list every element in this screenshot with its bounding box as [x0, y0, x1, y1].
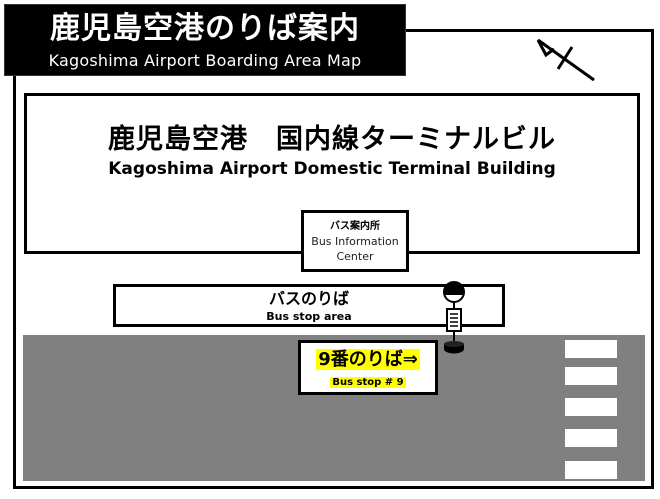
north-arrow-icon — [536, 38, 595, 82]
bus-area-label-en: Bus stop area — [266, 310, 352, 323]
bus-stop-9-label-ja: 9番のりば⇒ — [316, 349, 420, 370]
terminal-name-ja: 鹿児島空港 国内線ターミナルビル — [108, 124, 556, 155]
bus-stop-sign-icon — [443, 281, 465, 354]
page-title-ja: 鹿児島空港のりば案内 — [50, 11, 360, 46]
bus-stop-area: バスのりば Bus stop area — [113, 284, 505, 327]
crosswalk-stripe — [565, 429, 617, 447]
crosswalk-stripe — [565, 398, 617, 416]
bus-area-label-ja: バスのりば — [268, 289, 349, 308]
info-center-label-en-line1: Bus Information — [311, 235, 399, 248]
title-banner: 鹿児島空港のりば案内 Kagoshima Airport Boarding Ar… — [4, 4, 406, 76]
bus-stop-9-label-en: Bus stop # 9 — [330, 377, 406, 388]
bus-stop-9: 9番のりば⇒ Bus stop # 9 — [298, 340, 438, 395]
crosswalk-stripe — [565, 340, 617, 358]
info-center-label-en-line2: Center — [336, 250, 374, 263]
terminal-name-en: Kagoshima Airport Domestic Terminal Buil… — [108, 159, 556, 179]
crosswalk-stripe — [565, 367, 617, 385]
crosswalk-stripe — [565, 461, 617, 479]
bus-information-center: バス案内所 Bus Information Center — [301, 210, 409, 272]
page-title-en: Kagoshima Airport Boarding Area Map — [48, 51, 362, 70]
road — [23, 335, 645, 481]
info-center-label-ja: バス案内所 — [330, 221, 380, 232]
